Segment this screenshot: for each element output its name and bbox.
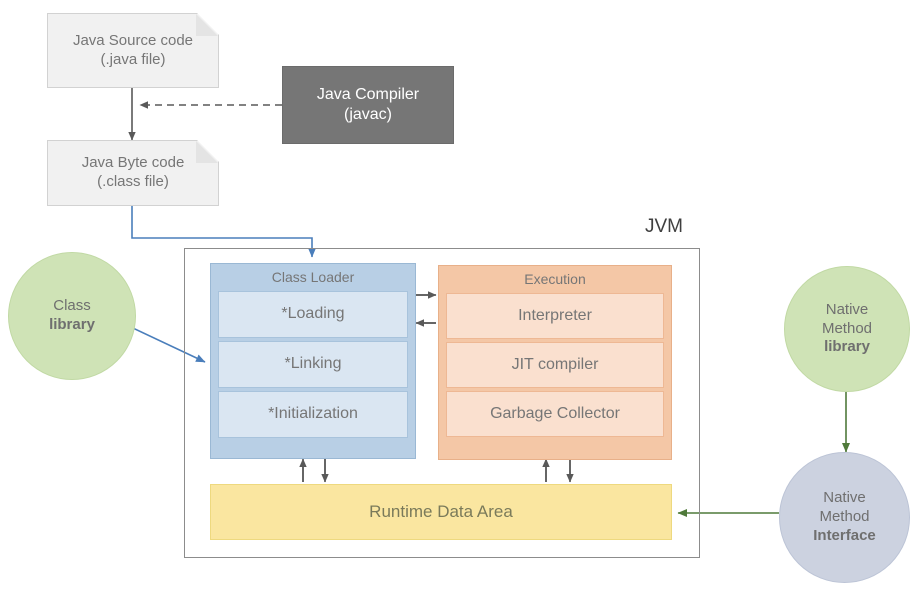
- native-method-library-line2: Method: [821, 319, 873, 337]
- java-compiler-box: Java Compiler (javac): [282, 66, 454, 144]
- java-source-line1: Java Source code: [72, 31, 194, 49]
- class-library-line1: Class: [53, 297, 91, 315]
- execution-item-jit-compiler: JIT compiler: [446, 341, 664, 388]
- class-loader-group: Class Loader *Loading *Linking *Initiali…: [210, 263, 416, 459]
- doc-fold-corner-icon: [196, 14, 218, 36]
- execution-group: Execution Interpreter JIT compiler Garba…: [438, 265, 672, 460]
- class-loader-item-initialization: *Initialization: [218, 390, 408, 438]
- class-loader-title: Class Loader: [271, 269, 355, 285]
- native-method-interface-line2: Method: [819, 508, 870, 526]
- java-bytecode-line1: Java Byte code: [81, 154, 185, 172]
- native-method-library-circle: Native Method library: [784, 266, 910, 392]
- java-source-line2: (.java file): [100, 50, 166, 68]
- class-library-circle: Class library: [8, 252, 136, 380]
- java-compiler-line1: Java Compiler: [316, 86, 420, 103]
- class-library-line2: library: [49, 316, 95, 333]
- native-method-library-line3: library: [824, 338, 870, 356]
- execution-title: Execution: [524, 271, 586, 287]
- runtime-data-area-box: Runtime Data Area: [210, 484, 672, 540]
- java-byte-code-box: Java Byte code (.class file): [47, 140, 219, 206]
- execution-item-interpreter: Interpreter: [446, 292, 664, 339]
- jvm-label: JVM: [645, 216, 683, 237]
- native-method-interface-line1: Native: [823, 489, 866, 507]
- native-method-interface-circle: Native Method Interface: [779, 452, 910, 583]
- java-bytecode-line2: (.class file): [97, 173, 169, 190]
- native-method-library-line1: Native: [825, 300, 869, 318]
- class-loader-item-loading: *Loading: [218, 290, 408, 338]
- execution-item-garbage-collector: Garbage Collector: [446, 390, 664, 437]
- jvm-boundary: [184, 248, 700, 558]
- runtime-data-area-label: Runtime Data Area: [369, 502, 513, 522]
- doc-fold-corner-icon: [196, 141, 218, 163]
- class-loader-item-linking: *Linking: [218, 340, 408, 388]
- java-compiler-line2: (javac): [343, 106, 392, 123]
- java-source-code-box: Java Source code (.java file): [47, 13, 219, 88]
- native-method-interface-line3: Interface: [813, 526, 876, 544]
